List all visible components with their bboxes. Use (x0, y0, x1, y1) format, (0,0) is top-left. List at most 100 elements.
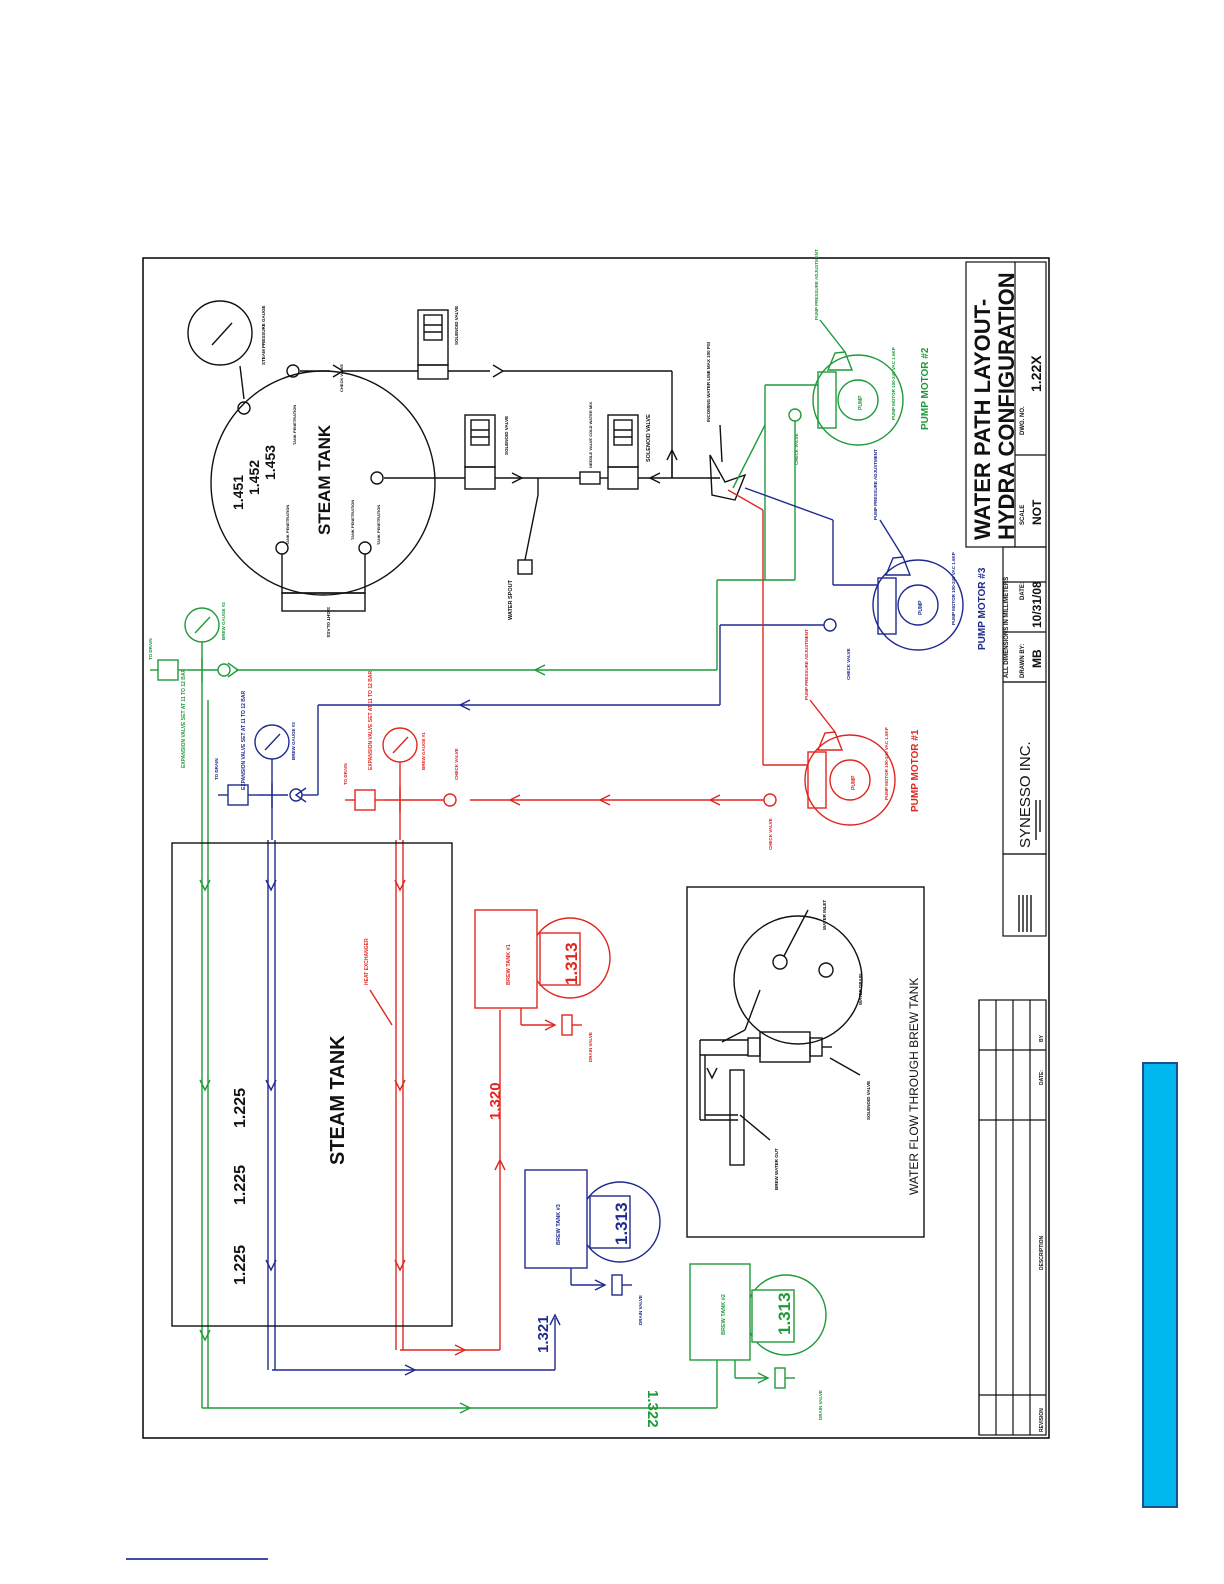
steam-code-3: 1.453 (262, 445, 278, 480)
brew-gauge-2-label: BREW GAUGE #2 (221, 602, 226, 640)
steam-pressure-gauge (187, 300, 253, 366)
pump-2-pressure: PUMP PRESSURE ADJUSTMENT (814, 249, 819, 320)
all-dimensions: ALL DIMENSIONS IN MILLIMETERS (1004, 577, 1010, 678)
sight-glass-label: SIGHT GLASS (326, 607, 331, 638)
check-valve-red-branch (443, 793, 457, 807)
mid-line-labels: WATER SPOUT SOLENOID VALVE NEEDLE VALVE … (504, 342, 711, 620)
heat-exchanger-label: HEAT EXCHANGER (364, 938, 370, 985)
flow-arrows (199, 879, 406, 1342)
steam-box-code-2: 1.225 (232, 1165, 249, 1205)
solenoid-right-label: SOLENOID VALVE (646, 414, 652, 462)
scale-label: SCALE (1020, 505, 1026, 525)
tank-penetration-4: TANK PENETRATION (376, 505, 381, 545)
brew-tank-1-drain: DRAIN VALVE (588, 1032, 593, 1062)
pump-3-pressure: PUMP PRESSURE ADJUSTMENT (873, 449, 878, 520)
pump-1-pump: PUMP (851, 775, 857, 790)
red-branch-labels: BREW GAUGE #1 TO DRAIN EXPANSION VALVE S… (343, 671, 459, 785)
solenoid-valve-right (607, 414, 639, 468)
revision-date-label: DATE: (1039, 1070, 1045, 1085)
revision-label: REVISION (1039, 1408, 1045, 1432)
steam-tank-text: STEAM TANK 1.451 1.452 1.453 STEAM PRESS… (230, 305, 381, 637)
description-label: DESCRIPTION (1039, 1235, 1045, 1270)
inset-solenoid: SOLENOID VALVE (866, 1081, 871, 1120)
brew-tank-3-label: BREW TANK #3 (556, 1204, 562, 1245)
steam-tank-box (171, 842, 453, 1327)
pump-3-check: CHECK VALVE (846, 648, 851, 680)
pipe-code-green: 1.322 (644, 1390, 661, 1428)
pump-motor-3 (317, 487, 964, 795)
brew-tank-2 (689, 1263, 827, 1389)
water-spout (517, 559, 533, 575)
pump-3-motor: PUMP MOTOR 100-240 VAC 1.6KP (951, 552, 956, 625)
brew-gauge-1-label: BREW GAUGE #1 (421, 732, 426, 770)
water-spout-label: WATER SPOUT (508, 579, 514, 620)
drawing-border (142, 257, 1050, 1439)
tank-penetration-1: TANK PENETRATION (292, 405, 297, 445)
company-name: SYNESSO INC. (1017, 741, 1034, 848)
pump-2-name: PUMP MOTOR #2 (920, 347, 931, 430)
inset-text: WATER FLOW THROUGH BREW TANK WATER INLET… (774, 900, 921, 1195)
solenoid-mid-label: SOLENOID VALVE (504, 416, 509, 455)
footer-link-line (126, 1558, 268, 1560)
steam-box-text: STEAM TANK 1.225 1.225 1.225 (232, 1035, 349, 1285)
red-expansion: EXPANSION VALVE SET AT 11 TO 12 BAR (368, 671, 374, 770)
pump-3-pump: PUMP (918, 600, 924, 615)
steam-code-1: 1.451 (230, 475, 246, 510)
tank-penetration-2: TANK PENETRATION (285, 505, 290, 545)
revision-by-label: BY (1039, 1034, 1045, 1042)
steam-code-2: 1.452 (246, 460, 262, 495)
drawn-by-label: DRAWN BY: (1020, 644, 1026, 678)
pump-2-check: CHECK VALVE (794, 433, 799, 465)
red-to-drain: TO DRAIN (343, 763, 348, 785)
sight-glass (281, 592, 366, 612)
title-line1: WATER PATH LAYOUT- (970, 299, 995, 540)
date-value: 10/31/08 (1030, 581, 1044, 628)
green-to-drain: TO DRAIN (148, 638, 153, 660)
inset-title: WATER FLOW THROUGH BREW TANK (907, 978, 921, 1195)
solenoid-top-label: SOLENOID VALVE (454, 306, 459, 345)
title-line2: HYDRA CONFIGURATION (994, 272, 1019, 540)
revision-table-text: REVISION DESCRIPTION DATE: BY (1039, 1034, 1045, 1432)
pump-3-labels: PUMP MOTOR #3 PUMP PRESSURE ADJUSTMENT P… (846, 449, 988, 680)
red-check-valve-label: CHECK VALVE (454, 748, 459, 780)
steam-box-code-1: 1.225 (232, 1245, 249, 1285)
pipe-code-red: 1.320 (487, 1082, 504, 1120)
pump-3-name: PUMP MOTOR #3 (977, 567, 988, 650)
inset-water-inlet: WATER INLET (822, 900, 827, 930)
pump-1-name: PUMP MOTOR #1 (910, 729, 921, 812)
title-text: WATER PATH LAYOUT- HYDRA CONFIGURATION S… (970, 272, 1044, 848)
brew-tank-3 (524, 1169, 661, 1326)
date-label: DATE: (1020, 582, 1026, 600)
needle-valve (579, 471, 601, 485)
company-fineprint (1018, 800, 1041, 932)
pump-1-motor: PUMP MOTOR 100-240 VAC 1.6KP (884, 727, 889, 800)
green-branch-labels: BREW GAUGE #2 TO DRAIN EXPANSION VALVE S… (148, 602, 226, 768)
brew-tank-3-code: 1.313 (612, 1202, 631, 1245)
brew-tank-1-text: BREW TANK #1 1.313 DRAIN VALVE (506, 942, 593, 1062)
pump-motor-2 (236, 319, 904, 676)
pipe-code-blue: 1.321 (535, 1315, 552, 1353)
brew-tank-1-code: 1.313 (562, 942, 581, 985)
needle-valve-label: NEEDLE VALVE COLD WATER MIX (588, 402, 593, 468)
pump-1-check: CHECK VALVE (768, 818, 773, 850)
brew-tank-2-drain: DRAIN VALVE (818, 1390, 823, 1420)
inset-water-drain: WATER DRAIN (858, 974, 863, 1005)
check-valve-1 (763, 793, 777, 807)
green-branch (150, 607, 718, 1414)
steam-gauge-label: STEAM PRESSURE GAUGE (261, 305, 266, 365)
brew-tank-2-label: BREW TANK #2 (721, 1294, 727, 1335)
incoming-water-label: INCOMING WATER LINE MAX 100 PSI (706, 342, 711, 422)
pump-2-motor: PUMP MOTOR 100-240 VAC 1.6KP (891, 347, 896, 420)
check-valve-3 (823, 618, 837, 632)
check-valve-top-label: CHECK VALVE (339, 364, 344, 392)
brew-gauge-3-label: BREW GAUGE #3 (291, 722, 296, 760)
dwg-value: 1.22X (1028, 355, 1044, 392)
inset-brew-water-out: BREW WATER OUT (774, 1148, 779, 1190)
pump-1-pressure: PUMP PRESSURE ADJUSTMENT (804, 629, 809, 700)
pump-2-pump: PUMP (858, 395, 864, 410)
blue-branch-labels: BREW GAUGE #3 TO DRAIN EXPANSION VALVE S… (214, 691, 296, 790)
steam-tank-label: STEAM TANK (315, 424, 334, 535)
blue-to-drain: TO DRAIN (214, 758, 219, 780)
brew-tank-3-drain: DRAIN VALVE (638, 1295, 643, 1325)
